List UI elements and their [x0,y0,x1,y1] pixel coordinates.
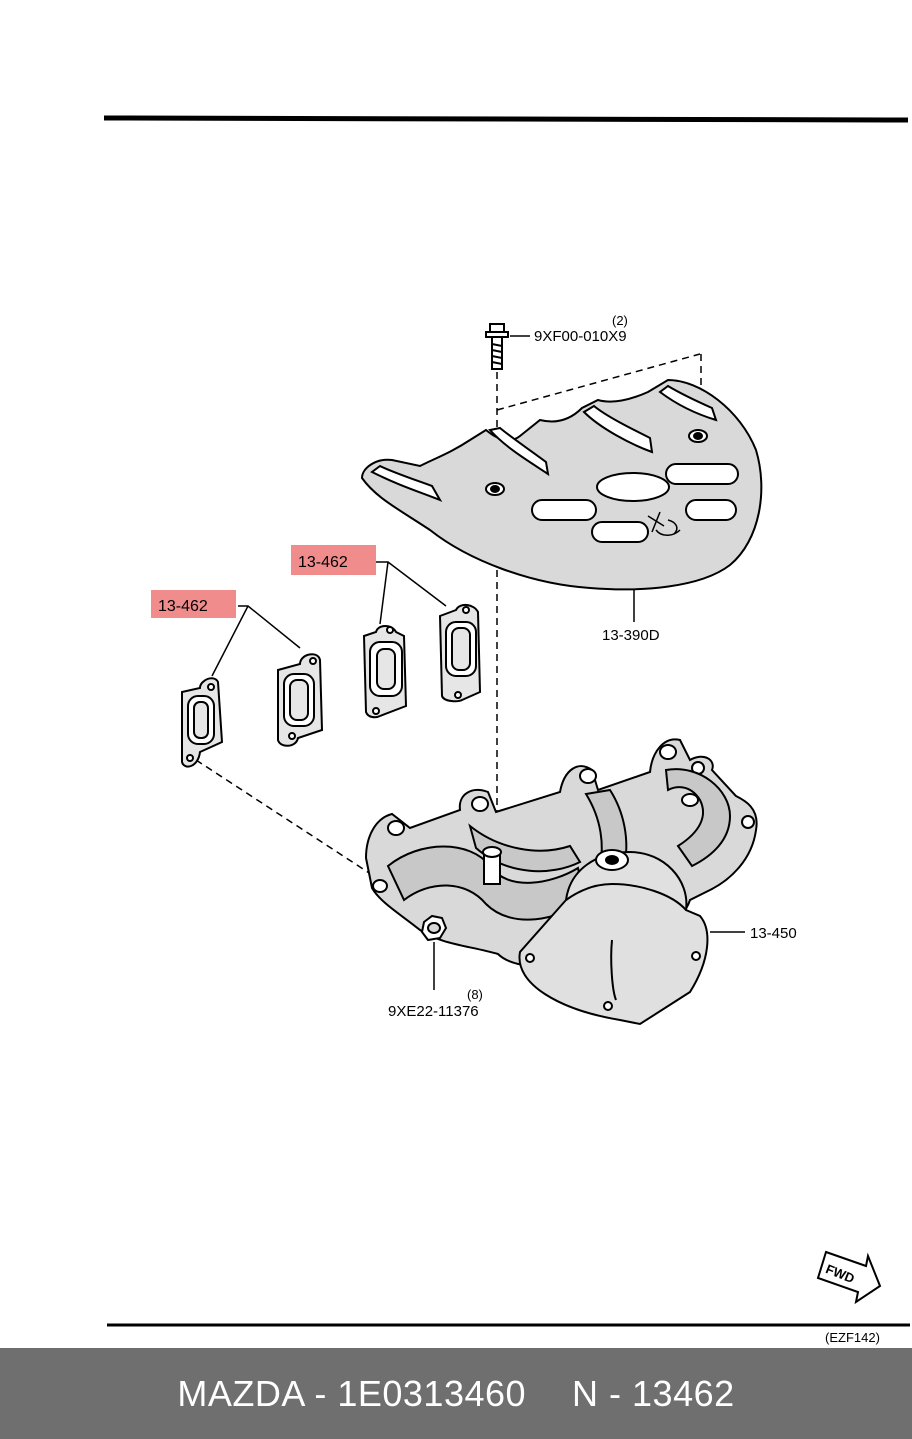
forward-arrow-icon: FWD [816,1250,882,1305]
gasket-part-number-right: 13-462 [298,554,348,571]
bolt-quantity: (2) [612,313,628,328]
top-border-line [103,115,909,123]
exhaust-manifold-icon [364,738,758,1026]
heat-shield-icon [360,378,763,591]
exploded-parts-diagram: 9XF00-010X9 (2) 13-390D [103,115,910,1345]
figure-code: (EZF142) [825,1330,880,1345]
gasket-label-highlight-right [291,545,376,575]
bolt-icon [485,323,509,370]
nut-part-number: 9XE22-11376 [388,1003,479,1020]
footer-brand-part-number: MAZDA - 1E0313460 [177,1372,527,1414]
gasket-part-number-left: 13-462 [158,598,208,615]
nut-icon [420,914,448,942]
gasket-icon [181,604,482,768]
footer-bar: MAZDA - 1E0313460 N - 13462 [0,1348,912,1439]
bolt-part-number: 9XF00-010X9 [534,328,627,345]
gasket-label-highlight-left [151,590,236,618]
nut-quantity: (8) [467,987,483,1002]
manifold-part-number: 13-450 [750,925,797,942]
footer-reference-number: N - 13462 [572,1372,735,1414]
heat-shield-part-number: 13-390D [602,627,660,644]
